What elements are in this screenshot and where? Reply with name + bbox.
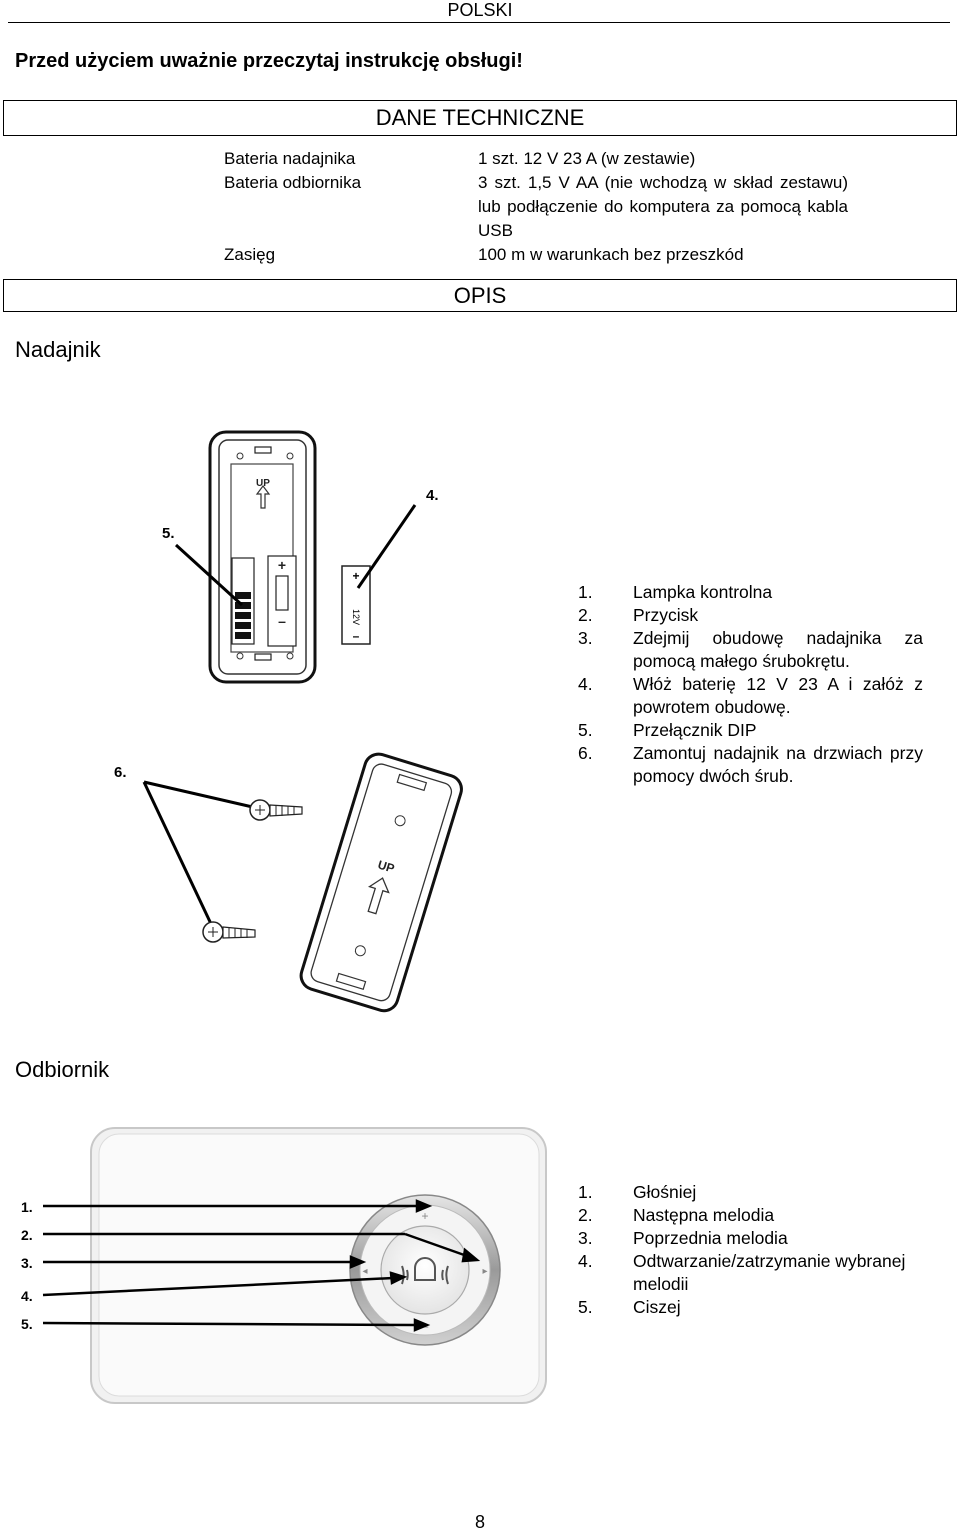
callout-4: 4. xyxy=(21,1288,33,1304)
transmitter-description-list: 1.Lampka kontrolna 2.Przycisk 3.Zdejmij … xyxy=(578,581,923,788)
spec-label: Bateria nadajnika xyxy=(224,149,356,168)
svg-text:+: + xyxy=(421,1209,428,1223)
tech-section-title: DANE TECHNICZNE xyxy=(3,100,957,136)
list-item: 3.Zdejmij obudowę nadajnika za pomocą ma… xyxy=(578,628,923,671)
opis-section-title: OPIS xyxy=(3,279,957,312)
transmitter-base: UP + – xyxy=(208,430,317,684)
spec-value: 3 szt. 1,5 V AA (nie wchodzą w skład zes… xyxy=(478,173,848,240)
list-item: 1.Lampka kontrolna xyxy=(578,582,773,602)
list-item: 1.Głośniej xyxy=(578,1182,697,1202)
header-rule xyxy=(8,22,950,23)
receiver-heading: Odbiornik xyxy=(15,1057,110,1082)
bell-icon xyxy=(401,1257,449,1285)
callout-6: 6. xyxy=(114,764,127,781)
page-number: 8 xyxy=(474,1512,485,1532)
list-item: 5.Przełącznik DIP xyxy=(578,720,757,740)
cover-up-label: UP xyxy=(376,857,396,875)
base-up-label: UP xyxy=(256,478,270,489)
screw-icon xyxy=(202,921,256,943)
list-item: 2.Przycisk xyxy=(578,605,699,625)
list-item: 4.Odtwarzanie/zatrzymanie wybranej melod… xyxy=(578,1251,906,1294)
callout-2: 2. xyxy=(21,1227,33,1243)
list-item: 6.Zamontuj nadajnik na drzwiach przy pom… xyxy=(578,743,923,786)
spec-label: Zasięg xyxy=(224,245,276,264)
svg-text:+: + xyxy=(278,557,286,573)
svg-text:–: – xyxy=(353,629,360,643)
list-item: 4.Włóż baterię 12 V 23 A i załóż z powro… xyxy=(578,674,923,717)
callout-1: 1. xyxy=(21,1199,33,1215)
page-language-header: POLSKI xyxy=(447,0,513,20)
battery-12v: + – 12V xyxy=(341,565,371,645)
warning-text: Przed użyciem uważnie przeczytaj instruk… xyxy=(15,50,523,72)
svg-text:◂: ◂ xyxy=(362,1266,367,1277)
transmitter-diagram: UP + – + – 12V 4. 5. 6. xyxy=(114,430,463,1013)
callout-3: 3. xyxy=(21,1255,33,1271)
svg-text:–: – xyxy=(278,613,286,629)
receiver-description-list: 1.Głośniej 2.Następna melodia 3.Poprzedn… xyxy=(578,1181,923,1319)
screw-icon xyxy=(249,799,303,821)
svg-text:+: + xyxy=(352,569,359,583)
list-item: 2.Następna melodia xyxy=(578,1205,775,1225)
spec-value: 100 m w warunkach bez przeszkód xyxy=(478,245,744,264)
transmitter-cover: UP xyxy=(299,752,463,1013)
list-item: 5.Ciszej xyxy=(578,1297,681,1317)
spec-value: 1 szt. 12 V 23 A (w zestawie) xyxy=(478,149,696,168)
spec-label: Bateria odbiornika xyxy=(224,173,362,192)
callout-5: 5. xyxy=(162,525,175,542)
transmitter-heading: Nadajnik xyxy=(15,337,101,362)
battery-voltage-label: 12V xyxy=(351,609,361,625)
receiver-control-ring: + – ◂ ▸ xyxy=(349,1194,501,1346)
callout-5: 5. xyxy=(21,1316,33,1332)
receiver-diagram: + – ◂ ▸ 1. 2. 3. 4. 5. xyxy=(21,1127,547,1404)
list-item: 3.Poprzednia melodia xyxy=(578,1228,788,1248)
svg-text:▸: ▸ xyxy=(482,1266,487,1277)
callout-4: 4. xyxy=(426,487,439,504)
